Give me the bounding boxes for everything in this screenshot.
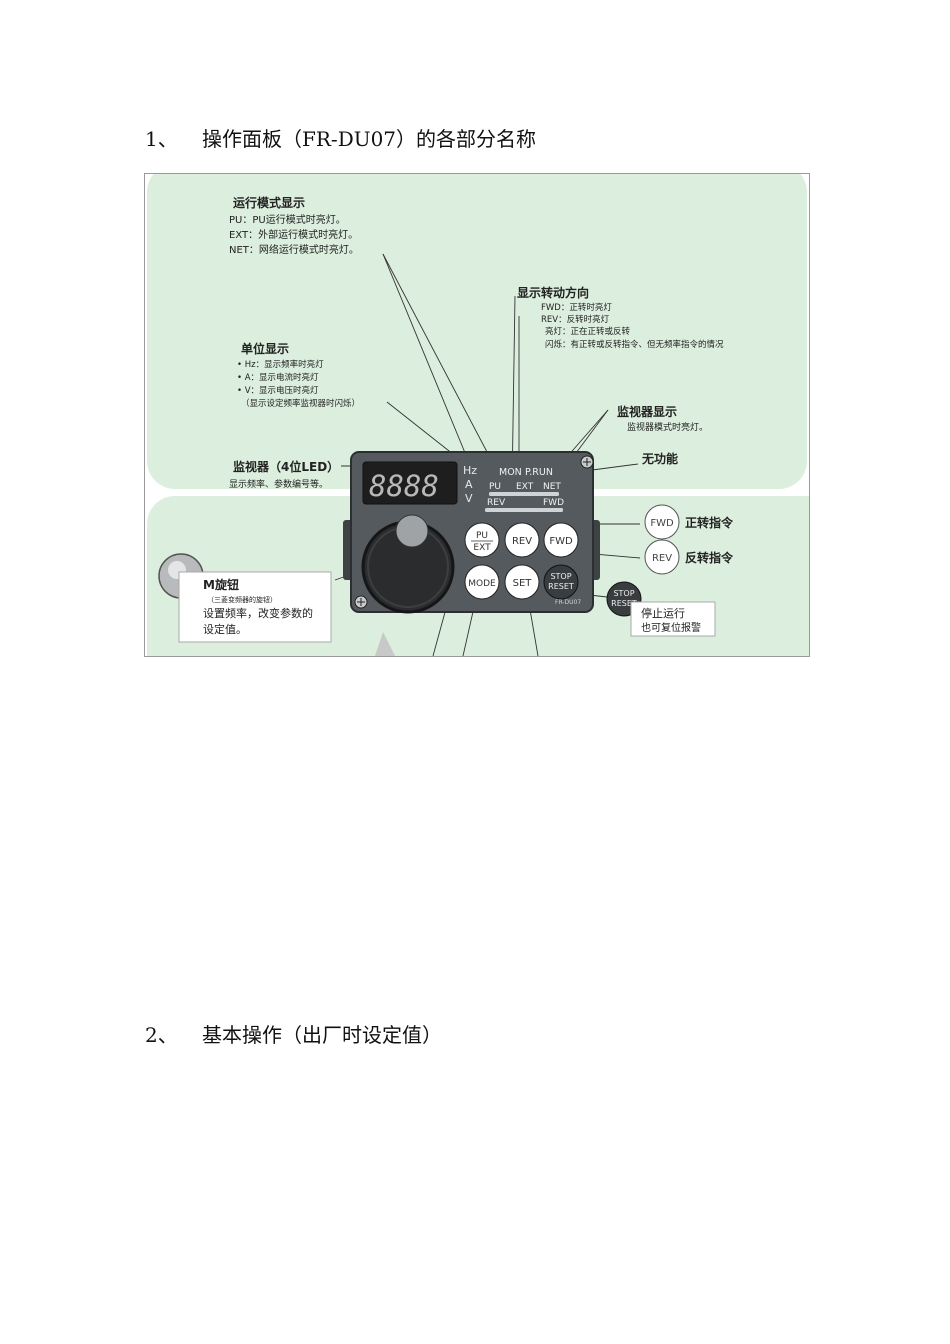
rev-button[interactable]: REV	[504, 522, 540, 558]
model-label: FR-DU07	[555, 599, 581, 606]
rotation-line: 亮灯：正在正转或反转	[545, 326, 631, 337]
indicator-ext: EXT	[516, 482, 534, 492]
monitor-display-title: 监视器显示	[617, 404, 677, 419]
pu-ext-top-label: PU	[476, 531, 488, 541]
dial-title: M旋钮	[203, 577, 239, 592]
dial-line: 设定值。	[203, 622, 247, 636]
stop-bottom-label: RESET	[548, 582, 574, 591]
stop-line: 停止运行	[641, 606, 685, 620]
rev-command-label: 反转指令	[685, 550, 734, 565]
rotation-line: REV：反转时亮灯	[541, 314, 610, 325]
section-heading-1: 1、操作面板（FR-DU07）的各部分名称	[145, 123, 536, 152]
set-button[interactable]: SET	[504, 564, 540, 600]
section-title: 基本操作（出厂时设定值）	[202, 1023, 442, 1047]
unit-line: • Hz：显示频率时亮灯	[237, 359, 324, 370]
no-function-label: 无功能	[641, 451, 678, 466]
operation-mode-line: PU：PU运行模式时亮灯。	[229, 213, 346, 226]
operation-mode-line: EXT：外部运行模式时亮灯。	[229, 228, 358, 241]
indicator-fwd: FWD	[543, 498, 564, 508]
unit-a-label: A	[465, 478, 473, 491]
unit-hz-label: Hz	[463, 464, 477, 477]
stop-legend-top: STOP	[613, 589, 634, 598]
section-number: 1、	[145, 127, 178, 151]
mode-button[interactable]: MODE	[464, 564, 500, 600]
section-heading-2: 2、基本操作（出厂时设定值）	[145, 1019, 442, 1048]
pu-ext-button[interactable]: PU EXT	[464, 522, 500, 558]
rev-button-label: REV	[512, 536, 532, 547]
monitor-line: 显示频率、参数编号等。	[229, 478, 328, 490]
stop-reset-button[interactable]: STOP RESET	[543, 564, 579, 600]
operation-mode-title: 运行模式显示	[233, 195, 305, 210]
dial-knob[interactable]	[395, 514, 429, 548]
rotation-line: 闪烁：有正转或反转指令、但无频率指令的情况	[545, 339, 724, 350]
indicator-prun: P.RUN	[525, 467, 553, 478]
stop-legend-bottom: RESET	[611, 599, 637, 608]
stop-callout-box	[630, 601, 716, 637]
monitor-title: 监视器（4位LED）	[233, 459, 339, 474]
dial-line: 设置频率，改变参数的	[203, 606, 313, 620]
indicator-net: NET	[543, 482, 561, 492]
panel-diagram: 运行模式显示 PU：PU运行模式时亮灯。 EXT：外部运行模式时亮灯。 NET：…	[144, 173, 810, 657]
section-title: 操作面板（FR-DU07）的各部分名称	[202, 127, 537, 151]
pu-ext-bottom-label: EXT	[473, 543, 491, 553]
indicator-pu: PU	[489, 482, 501, 492]
rotation-title: 显示转动方向	[517, 285, 589, 300]
fwd-command-label: 正转指令	[685, 515, 734, 530]
fwd-legend-label: FWD	[650, 518, 674, 529]
dial-callout-box	[178, 571, 332, 643]
indicator-rev: REV	[487, 498, 506, 508]
fwd-legend-icon	[644, 504, 680, 540]
unit-line: （显示设定频率监视器时闪烁）	[241, 398, 360, 409]
unit-line: • V：显示电压时亮灯	[237, 385, 319, 396]
unit-title: 单位显示	[241, 341, 289, 356]
rotation-line: FWD：正转时亮灯	[541, 302, 612, 313]
indicator-mon: MON	[499, 467, 522, 478]
stop-line: 也可复位报警	[641, 621, 701, 634]
stop-top-label: STOP	[550, 572, 571, 581]
monitor-display-line: 监视器模式时亮灯。	[627, 421, 708, 433]
operation-panel: 8888 Hz A V MON P.RUN PU EXT NET REV FWD…	[343, 451, 600, 614]
upper-callout-area	[147, 174, 807, 489]
dial-subtitle: （三菱变频器的旋钮）	[207, 595, 277, 604]
set-button-label: SET	[513, 578, 533, 589]
rev-legend-label: REV	[652, 553, 672, 564]
fwd-button-label: FWD	[549, 536, 573, 547]
led-digits: 8888	[369, 469, 439, 503]
unit-line: • A：显示电流时亮灯	[237, 372, 319, 383]
mode-button-label: MODE	[468, 579, 496, 589]
fwd-button[interactable]: FWD	[543, 522, 579, 558]
rev-legend-icon	[644, 539, 680, 575]
unit-v-label: V	[465, 492, 473, 505]
operation-mode-line: NET：网络运行模式时亮灯。	[229, 243, 359, 256]
section-number: 2、	[145, 1023, 178, 1047]
